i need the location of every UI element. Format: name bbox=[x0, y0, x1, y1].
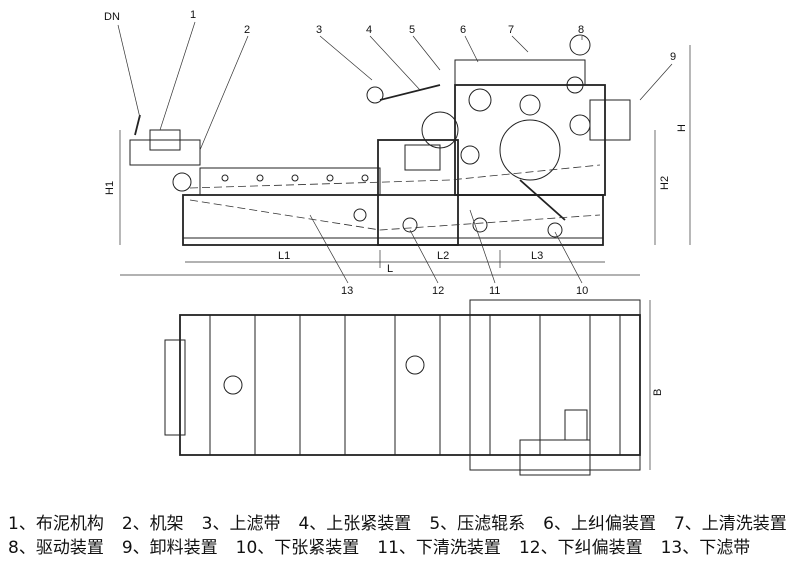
legend-item: 10、下张紧装置 bbox=[235, 538, 360, 558]
callout-11: 11 bbox=[489, 285, 500, 297]
legend-item: 4、上张紧装置 bbox=[298, 514, 412, 534]
legend-item: 9、卸料装置 bbox=[121, 538, 218, 558]
roller-set bbox=[353, 34, 591, 238]
dn-label: DN bbox=[104, 11, 120, 23]
legend-item: 2、机架 bbox=[121, 514, 184, 534]
side-view bbox=[117, 21, 691, 284]
callout-5: 5 bbox=[409, 24, 415, 36]
dim-h2: H2 bbox=[659, 176, 671, 190]
legend-item: 8、驱动装置 bbox=[8, 538, 104, 558]
callout-9: 9 bbox=[670, 51, 676, 63]
callout-4: 4 bbox=[366, 24, 372, 36]
legend-item: 6、上纠偏装置 bbox=[543, 514, 656, 534]
callout-13: 13 bbox=[341, 285, 353, 297]
legend-item: 3、上滤带 bbox=[201, 514, 281, 534]
callout-3: 3 bbox=[316, 24, 322, 36]
legend-item: 7、上清洗装置 bbox=[673, 514, 787, 534]
dim-l3: L3 bbox=[531, 250, 543, 262]
dim-h1: H1 bbox=[104, 181, 116, 195]
mesh-symbol bbox=[223, 375, 243, 395]
callout-1: 1 bbox=[190, 9, 196, 21]
dim-l2: L2 bbox=[437, 250, 449, 262]
dim-l: L bbox=[387, 263, 393, 275]
belt-filter-press-drawing: DN 1 2 3 4 5 6 7 8 9 10 11 12 13 H1 H2 H… bbox=[104, 9, 691, 476]
legend-item: 13、下滤带 bbox=[660, 538, 751, 558]
callout-7: 7 bbox=[508, 24, 514, 36]
dim-l1: L1 bbox=[278, 250, 290, 262]
callout-6: 6 bbox=[460, 24, 466, 36]
callout-12: 12 bbox=[432, 285, 444, 297]
callout-8: 8 bbox=[578, 24, 584, 36]
dim-h: H bbox=[676, 124, 688, 132]
parts-legend: 1、布泥机构 2、机架 3、上滤带 4、上张紧装置 5、压滤辊系 6、上纠偏装置 7、上清洗… bbox=[8, 512, 800, 560]
legend-item: 5、压滤辊系 bbox=[429, 514, 526, 534]
dim-b: B bbox=[652, 389, 664, 396]
callout-2: 2 bbox=[244, 24, 250, 36]
legend-item: 11、下清洗装置 bbox=[377, 538, 501, 558]
legend-item: 1、布泥机构 bbox=[8, 514, 104, 534]
callout-10: 10 bbox=[576, 285, 588, 297]
legend-item: 12、下纠偏装置 bbox=[518, 538, 643, 558]
top-view bbox=[164, 299, 651, 476]
